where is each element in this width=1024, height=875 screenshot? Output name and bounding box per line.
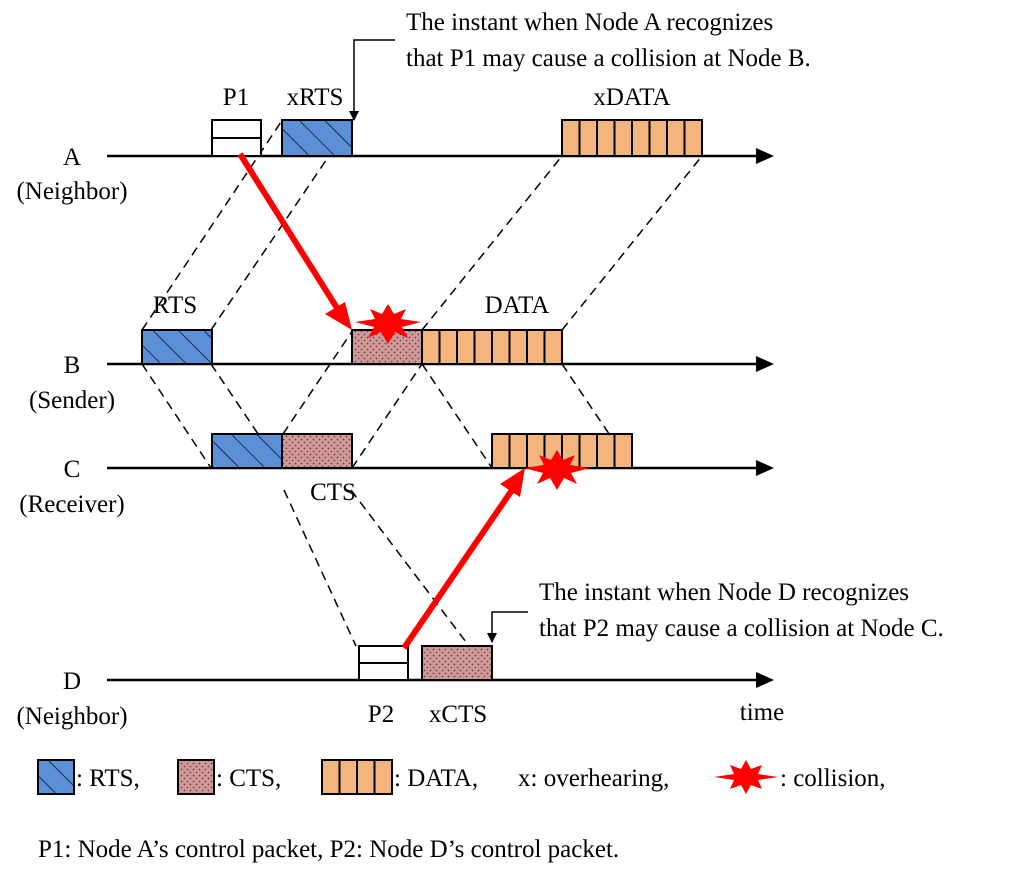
label-p1: P1 [223,84,249,111]
propagation-lines [141,121,703,647]
timeline-d-arrowhead [756,672,774,688]
node-d-label: D [63,668,81,695]
label-xcts: xCTS [429,701,487,728]
node-c-label: C [64,456,81,483]
node-b-label: B [64,352,81,379]
legend-data-text: : DATA, [394,765,478,792]
packet-p1 [211,119,262,157]
node-c-role: (Receiver) [19,491,124,518]
collision-burst-b [355,304,421,344]
interference-arrow-p2 [401,468,525,650]
packet-xrts [281,119,353,157]
timeline-a-arrowhead [756,148,774,164]
legend-cts-swatch [177,759,215,795]
node-a-role: (Neighbor) [16,178,127,205]
footnote: P1: Node A’s control packet, P2: Node D’… [38,836,619,863]
packet-xdata [561,119,703,157]
node-b-role: (Sender) [29,387,115,414]
legend-overhearing-text: x: overhearing, [518,765,669,792]
packet-cts [281,433,353,469]
callout-node-a [349,39,395,121]
annotation-node-a-line2: that P1 may cause a collision at Node B. [406,45,811,72]
label-p2: P2 [368,701,394,728]
label-xdata: xDATA [593,84,670,111]
packet-rts [141,329,213,365]
label-xrts: xRTS [287,84,344,111]
packet-p2 [358,645,409,681]
label-cts: CTS [310,479,356,506]
label-data: DATA [485,292,550,319]
legend-collision-swatch [714,760,778,794]
annotation-node-d-line2: that P2 may cause a collision at Node C. [539,615,944,642]
annotation-node-d-line1: The instant when Node D recognizes [539,579,909,606]
legend-rts-swatch [37,759,75,795]
label-rts: RTS [153,292,197,319]
callout-node-d [487,611,528,643]
packet-rts-received [211,433,283,469]
legend-collision-text: : collision, [780,765,886,792]
legend-data-swatch [321,759,393,795]
node-d-role: (Neighbor) [16,703,127,730]
packet-data [421,329,563,365]
packet-xcts [421,645,493,681]
interference-arrow-p1 [237,152,352,330]
legend-rts-text: : RTS, [76,765,140,792]
annotation-node-a-line1: The instant when Node A recognizes [406,9,773,36]
timeline-b-arrowhead [756,356,774,372]
axis-time-label: time [740,699,784,726]
node-a-label: A [63,144,81,171]
timeline-c-arrowhead [756,460,774,476]
collision-burst-c [524,450,590,490]
legend-cts-text: : CTS, [216,765,281,792]
